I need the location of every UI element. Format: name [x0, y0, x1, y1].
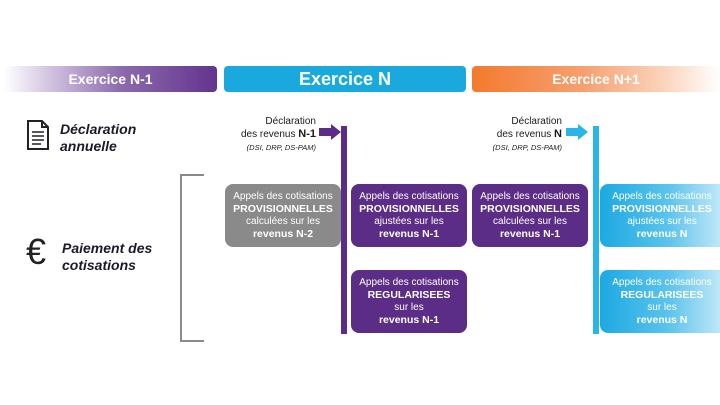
payment-bracket: [180, 174, 204, 342]
box-keyword: PROVISIONNELLES: [233, 203, 333, 215]
declaration-revenus: des revenus N: [496, 128, 562, 140]
row-label-paiement: Paiement des cotisations: [62, 240, 153, 273]
box-line: sur les: [647, 301, 677, 313]
box-revenus: revenus N-1: [378, 228, 440, 240]
document-icon: [27, 120, 49, 150]
box-keyword: REGULARISEES: [620, 289, 704, 301]
box-revenus: revenus N: [636, 228, 688, 240]
box-provisionnelles-ajustees-n-1: Appels des cotisations PROVISIONNELLES a…: [351, 184, 467, 247]
box-keyword: PROVISIONNELLES: [612, 203, 712, 215]
box-provisionnelles-calculees-n-1: Appels des cotisations PROVISIONNELLES c…: [472, 184, 588, 247]
box-keyword: REGULARISEES: [367, 289, 451, 301]
declaration-revenus-n-1: Déclaration des revenus N-1 (DSI, DRP, D…: [224, 115, 316, 154]
timeline-line-n: [341, 126, 347, 334]
box-keyword: PROVISIONNELLES: [480, 203, 580, 215]
arrow-right-icon: [319, 124, 341, 140]
timeline-line-n-plus-1: [593, 126, 599, 334]
box-line: Appels des cotisations: [359, 190, 459, 202]
box-line: Appels des cotisations: [480, 190, 580, 202]
box-revenus: revenus N-2: [252, 228, 314, 240]
header-exercice-n-1: Exercice N-1: [4, 66, 217, 92]
box-line: Appels des cotisations: [233, 190, 333, 202]
box-regularisees-n-1: Appels des cotisations REGULARISEES sur …: [351, 270, 467, 333]
declaration-revenus: des revenus N-1: [241, 128, 316, 140]
box-revenus: revenus N-1: [499, 228, 561, 240]
box-line: Appels des cotisations: [359, 276, 459, 288]
box-revenus: revenus N: [636, 314, 688, 326]
box-line: Appels des cotisations: [612, 276, 712, 288]
declaration-title: Déclaration: [511, 116, 562, 127]
box-provisionnelles-n-2: Appels des cotisations PROVISIONNELLES c…: [225, 184, 341, 247]
box-line: ajustées sur les: [374, 215, 444, 227]
box-revenus: revenus N-1: [378, 314, 440, 326]
declaration-forms: (DSI, DRP, DS-PAM): [246, 143, 316, 152]
box-provisionnelles-ajustees-n: Appels des cotisations PROVISIONNELLES a…: [600, 184, 720, 247]
box-regularisees-n: Appels des cotisations REGULARISEES sur …: [600, 270, 720, 333]
header-exercice-n: Exercice N: [224, 66, 466, 92]
row-label-declaration: Déclaration annuelle: [60, 121, 137, 154]
box-line: Appels des cotisations: [612, 190, 712, 202]
box-line: calculées sur les: [246, 215, 320, 227]
arrow-right-icon: [566, 124, 588, 140]
declaration-forms: (DSI, DRP, DS-PAM): [492, 143, 562, 152]
declaration-title: Déclaration: [265, 116, 316, 127]
box-keyword: PROVISIONNELLES: [359, 203, 459, 215]
header-exercice-n-plus-1: Exercice N+1: [472, 66, 720, 92]
box-line: sur les: [394, 301, 424, 313]
declaration-revenus-n: Déclaration des revenus N (DSI, DRP, DS-…: [470, 115, 562, 154]
box-line: ajustées sur les: [627, 215, 697, 227]
box-line: calculées sur les: [493, 215, 567, 227]
euro-icon: €: [26, 231, 47, 272]
